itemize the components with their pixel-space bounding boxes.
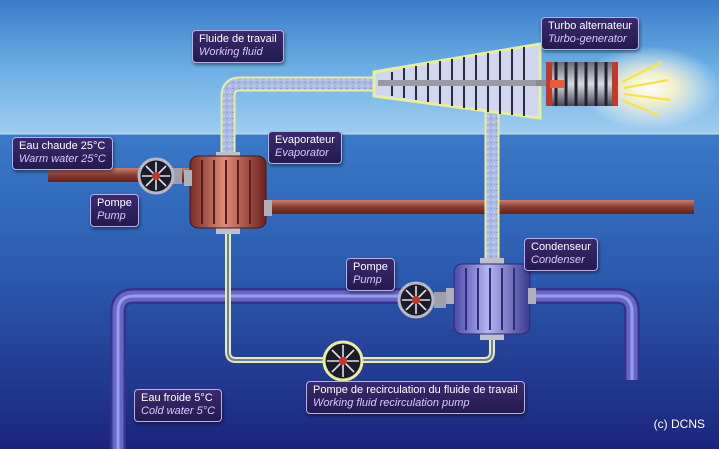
label-warm-water-fr: Eau chaude 25°C — [19, 140, 106, 152]
label-recirculation-pump-fr: Pompe de recirculation du fluide de trav… — [313, 384, 518, 396]
label-warm-water-en: Warm water 25°C — [19, 153, 106, 165]
label-turbo-en: Turbo-generator — [548, 33, 627, 45]
cold-water-pipe — [110, 288, 640, 449]
label-cold-water-fr: Eau froide 5°C — [141, 392, 213, 404]
copyright: (c) DCNS — [653, 417, 705, 431]
label-evaporator: Evaporateur Evaporator — [268, 131, 342, 164]
label-condenser-fr: Condenseur — [531, 241, 591, 253]
label-warm-water: Eau chaude 25°C Warm water 25°C — [12, 137, 113, 170]
label-turbo-fr: Turbo alternateur — [548, 20, 632, 32]
recirculation-pump-icon — [322, 340, 364, 382]
turbo-generator — [536, 62, 618, 106]
label-cold-pump-en: Pump — [353, 274, 382, 286]
label-cold-pump-fr: Pompe — [353, 261, 388, 273]
label-cold-pump: Pompe Pump — [346, 258, 395, 291]
evaporator — [184, 152, 272, 234]
label-recirculation-pump-en: Working fluid recirculation pump — [313, 397, 470, 409]
label-working-fluid-fr: Fluide de travail — [199, 33, 277, 45]
label-evaporator-fr: Evaporateur — [275, 134, 335, 146]
label-warm-pump-fr: Pompe — [97, 197, 132, 209]
warm-water-pump-icon — [137, 157, 182, 195]
label-condenser-en: Condenser — [531, 254, 585, 266]
sun-rays-icon — [621, 61, 671, 118]
label-working-fluid-en: Working fluid — [199, 46, 263, 58]
label-recirculation-pump: Pompe de recirculation du fluide de trav… — [306, 381, 525, 414]
label-condenser: Condenseur Condenser — [524, 238, 598, 271]
label-cold-water: Eau froide 5°C Cold water 5°C — [134, 389, 223, 422]
turbine — [372, 42, 542, 120]
label-turbo-generator: Turbo alternateur Turbo-generator — [541, 17, 639, 50]
label-evaporator-en: Evaporator — [275, 147, 329, 159]
condenser — [446, 258, 536, 340]
label-warm-pump-en: Pump — [97, 210, 126, 222]
cold-water-pump-icon — [397, 281, 446, 319]
label-cold-water-en: Cold water 5°C — [141, 405, 216, 417]
label-working-fluid: Fluide de travail Working fluid — [192, 30, 284, 63]
label-warm-pump: Pompe Pump — [90, 194, 139, 227]
